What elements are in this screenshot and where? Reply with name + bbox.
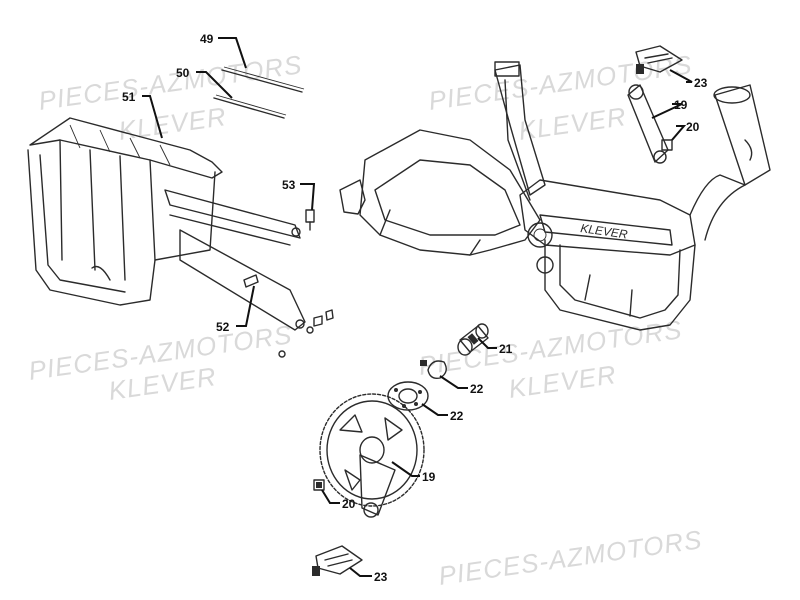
rod-50 <box>213 94 287 119</box>
pedal-23-upper <box>635 45 683 74</box>
callout-labels: 49 50 51 52 53 19 20 23 21 22 22 19 20 2… <box>122 32 708 584</box>
callout-19-lower: 19 <box>422 470 436 484</box>
crank-nut-20-lower <box>313 479 325 491</box>
rear-rack-51 <box>27 117 306 331</box>
bolt-53 <box>305 209 315 231</box>
rod-49 <box>221 66 305 93</box>
main-frame: KLEVER <box>339 61 771 331</box>
clip-ring-22 <box>420 360 447 380</box>
crank-nut-20-upper <box>661 139 673 151</box>
callout-20-lower: 20 <box>342 497 356 511</box>
callout-53: 53 <box>282 178 296 192</box>
callout-22-disc: 22 <box>450 409 464 423</box>
leader-lines <box>142 37 693 577</box>
watermarks: PIECES-AZMOTORS KLEVER PIECES-AZMOTORS K… <box>27 49 704 591</box>
callout-20-upper: 20 <box>686 120 700 134</box>
frame-brand-label: KLEVER <box>580 221 629 242</box>
callout-23-upper: 23 <box>694 76 708 90</box>
fasteners-52 <box>243 274 334 358</box>
chainring-crank-19-lower <box>319 393 425 518</box>
watermark-text: KLEVER <box>117 101 229 146</box>
watermark-text: PIECES-AZMOTORS <box>437 524 704 591</box>
watermark-text: KLEVER <box>517 101 629 146</box>
sensor-disc-22 <box>387 381 429 411</box>
watermark-text: PIECES-AZMOTORS <box>427 49 694 116</box>
crank-arm-19-upper <box>627 84 669 164</box>
callout-19-upper: 19 <box>674 98 688 112</box>
watermark-text: PIECES-AZMOTORS <box>37 49 304 116</box>
callout-22-ring: 22 <box>470 382 484 396</box>
callout-52: 52 <box>216 320 230 334</box>
callout-23-lower: 23 <box>374 570 388 584</box>
bottom-bracket-21 <box>457 323 489 356</box>
callout-21: 21 <box>499 342 513 356</box>
callout-51: 51 <box>122 90 136 104</box>
callout-50: 50 <box>176 66 190 80</box>
pedal-23-lower <box>312 545 363 576</box>
callout-49: 49 <box>200 32 214 46</box>
